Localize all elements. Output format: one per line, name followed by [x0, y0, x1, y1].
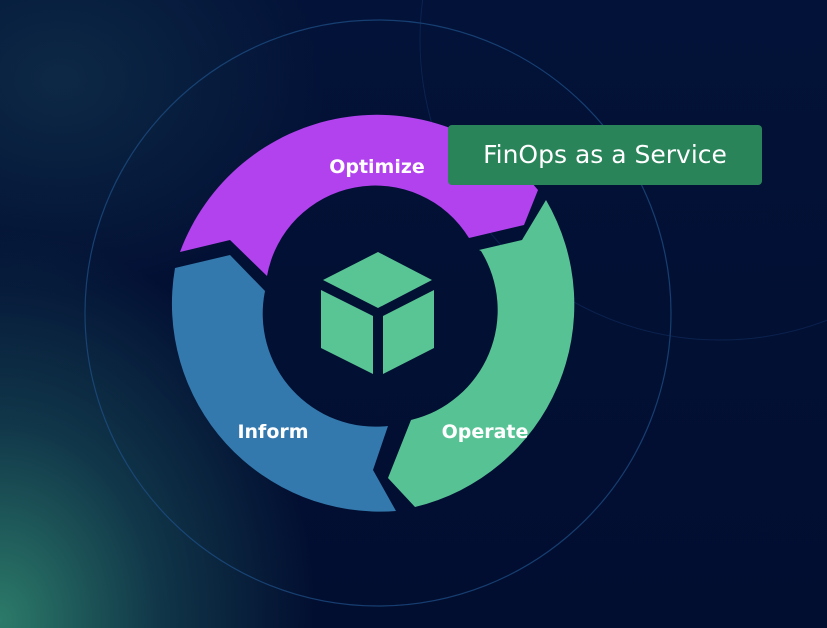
operate-label: Operate	[442, 421, 529, 443]
service-title-badge: FinOps as a Service	[448, 125, 762, 185]
inform-label: Inform	[237, 421, 308, 443]
operate-segment	[388, 200, 575, 507]
outer-ring	[84, 19, 672, 607]
optimize-label: Optimize	[329, 156, 425, 178]
corner-ring	[419, 0, 827, 341]
inform-segment	[171, 255, 396, 512]
cube-icon	[321, 252, 434, 374]
